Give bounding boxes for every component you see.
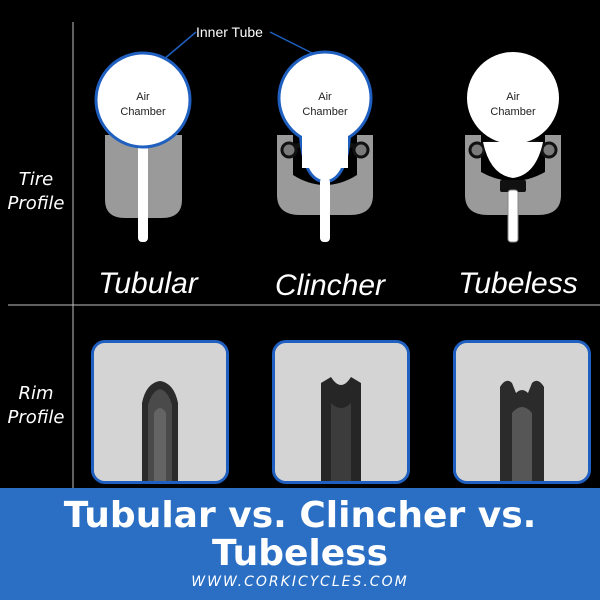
tubular-inner-tube — [94, 51, 192, 149]
row-label-profile-word-2: Profile — [7, 407, 65, 428]
tubeless-label: Tubeless — [458, 267, 578, 300]
tire-profile-diagram: Inner Tube Air Chamber Air Chamber — [8, 22, 600, 488]
inner-tube-leader-right — [269, 31, 319, 57]
tubeless-bead-right — [540, 141, 558, 159]
tubular-air-text: Air — [136, 91, 150, 103]
row-label-profile-word: Profile — [7, 193, 65, 214]
inner-tube-leader-left — [162, 31, 197, 61]
tubeless-air-lower — [483, 142, 543, 178]
clincher-bead-right — [352, 141, 370, 159]
tubeless-rim-photo — [453, 340, 591, 484]
tubeless-bead-left — [468, 141, 486, 159]
clincher-chamber-text: Chamber — [302, 106, 348, 118]
clincher-rim-image — [275, 343, 407, 481]
clincher-rim-photo — [272, 340, 410, 484]
clincher-tube-mask — [302, 118, 348, 168]
tubeless-air-chamber — [467, 52, 559, 144]
inner-tube-label: Inner Tube — [196, 24, 263, 40]
tubular-chamber-text: Chamber — [120, 106, 166, 118]
website-url[interactable]: WWW.CORKICYCLES.COM — [191, 574, 409, 590]
tubular-label: Tubular — [98, 267, 199, 300]
tubular-rim-photo — [91, 340, 229, 484]
row-label-tire-word: Tire — [18, 169, 54, 190]
tubular-tire-profile: Air Chamber — [94, 51, 192, 242]
tubeless-valve-stem — [507, 189, 519, 243]
tubeless-rim-shape — [465, 135, 561, 215]
clincher-air-text: Air — [318, 91, 332, 103]
clincher-tire-profile: Air Chamber — [277, 50, 373, 242]
tubeless-chamber-text: Chamber — [490, 106, 536, 118]
row-label-rim-word: Rim — [18, 383, 54, 404]
title-banner: Tubular vs. Clincher vs. Tubeless — [0, 488, 600, 600]
row-label-rim-profile: Rim Profile — [0, 382, 72, 430]
tubeless-air-text: Air — [506, 91, 520, 103]
tubeless-tire-profile: Air Chamber — [465, 52, 561, 243]
clincher-valve-stem — [320, 178, 330, 242]
tubular-valve-stem — [138, 130, 148, 242]
tubeless-rim-image — [456, 343, 588, 481]
tubeless-valve-nut — [500, 180, 526, 192]
banner-title-line1: Tubular vs. Clincher vs. — [63, 495, 537, 536]
clincher-bead-left — [280, 141, 298, 159]
banner-title-line2: Tubeless — [211, 533, 389, 574]
row-label-tire-profile: Tire Profile — [0, 168, 72, 216]
clincher-label: Clincher — [275, 269, 386, 302]
clincher-rim-shape — [277, 135, 373, 215]
tubular-rim-image — [94, 343, 226, 481]
